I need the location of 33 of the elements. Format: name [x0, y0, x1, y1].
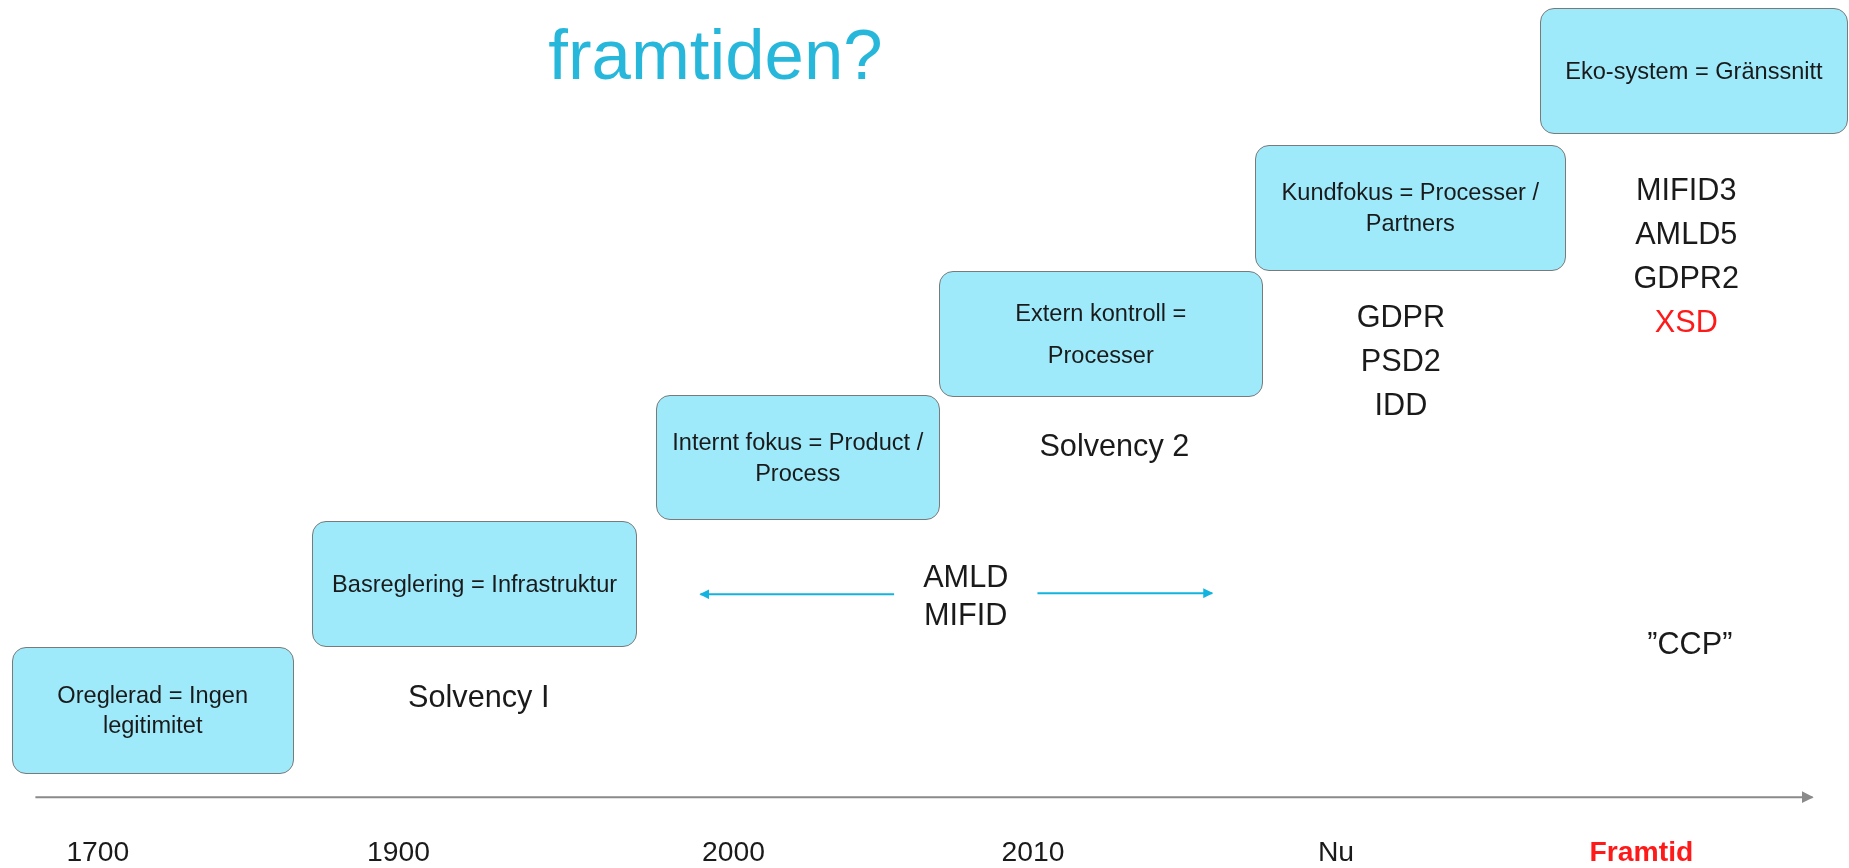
year-label: Framtid [1589, 834, 1694, 868]
box-text: Eko-system = Gränssnitt [1564, 57, 1824, 86]
regulation-label: Solvency 2 [1039, 427, 1190, 463]
stage-box [655, 395, 940, 520]
stage-box [11, 647, 294, 774]
regulation-label: AMLD5 [1635, 215, 1738, 251]
regulation-label: XSD [1654, 303, 1718, 339]
box-text: Basreglering = Infrastruktur [331, 569, 619, 599]
box-text: Oreglerad = Ingen legitimitet [56, 680, 250, 741]
year-label: 2010 [1001, 834, 1065, 868]
regulation-label: MIFID3 [1636, 171, 1737, 207]
stage-box [938, 271, 1263, 398]
box-text: Kundfokus = Processer / Partners [1280, 178, 1541, 239]
stage-box [312, 521, 637, 648]
box-text: Processer [1046, 341, 1155, 371]
regulation-label: Solvency I [408, 678, 550, 714]
regulation-label: IDD [1374, 386, 1428, 422]
stage-box [1540, 8, 1848, 135]
box-text: Extern kontroll = [1014, 298, 1188, 328]
title: framtiden? [548, 14, 883, 96]
regulation-label: GDPR2 [1633, 259, 1740, 295]
regulation-label: GDPR [1356, 298, 1446, 334]
arrow [699, 589, 896, 600]
year-label: 2000 [702, 834, 765, 868]
year-label: 1700 [66, 834, 130, 868]
regulation-text: AMLD MIFID [922, 558, 1010, 634]
box-text: Internt fokus = Product / Process [671, 427, 925, 488]
stage-box [1254, 145, 1566, 272]
year-label: Nu [1317, 834, 1355, 868]
year-label: 1900 [367, 834, 431, 868]
arrow [1036, 588, 1214, 599]
regulation-label: PSD2 [1360, 342, 1441, 378]
regulation-label: ”CCP” [1647, 625, 1733, 661]
